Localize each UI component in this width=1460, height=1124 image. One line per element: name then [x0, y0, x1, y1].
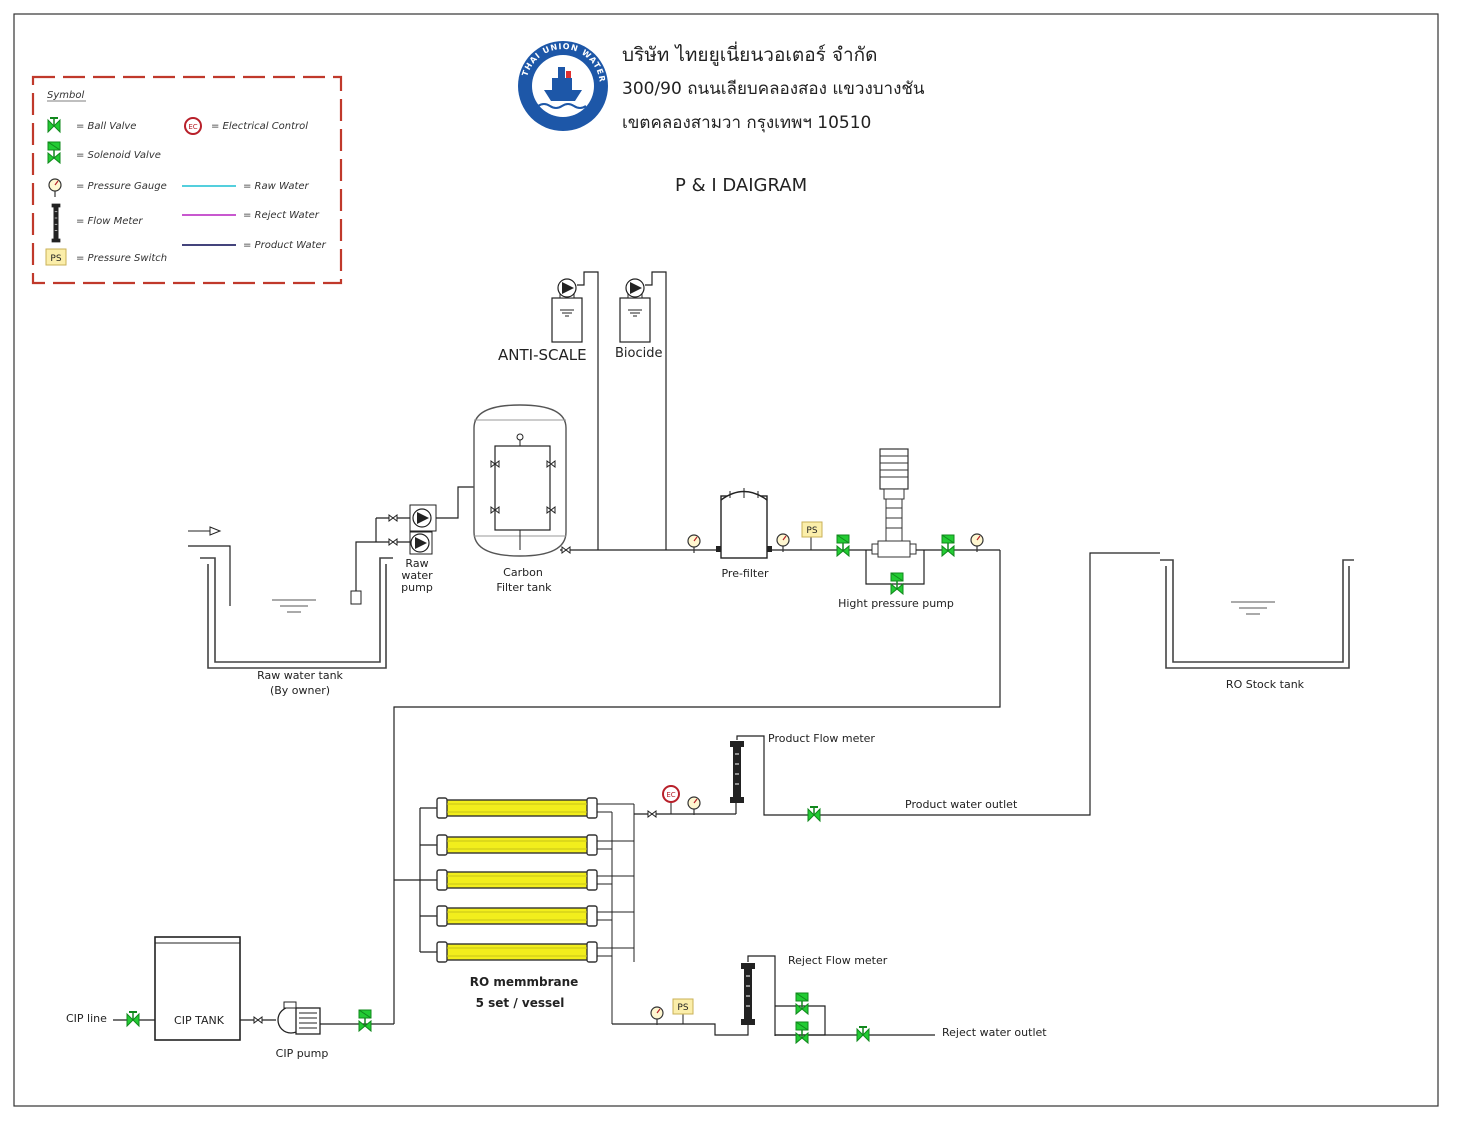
anti-scale-label: ANTI-SCALE: [498, 346, 587, 364]
svg-text:EC: EC: [666, 791, 675, 799]
solenoid-valve-reject-1-icon: [795, 992, 809, 1015]
raw-pump-label-1: Raw: [405, 557, 428, 570]
flow-meter-icon: [51, 203, 61, 243]
reject-flow-meter-label: Reject Flow meter: [788, 954, 888, 967]
product-water-line: EC Product Flow meter Product water outl…: [634, 552, 1160, 822]
reject-water-line: PS Reject Flow meter Reject water outlet: [612, 954, 1047, 1044]
legend-pressure-switch: = Pressure Switch: [76, 253, 167, 264]
anti-scale-pump-icon: [557, 278, 577, 298]
carbon-filter-label-1: Carbon: [503, 566, 543, 579]
ro-membrane-3: [436, 869, 598, 891]
diagram-title: P & I DAIGRAM: [675, 175, 807, 196]
ball-valve-cip-line-icon: [126, 1011, 140, 1027]
legend-product-water: = Product Water: [243, 240, 327, 251]
solenoid-valve-reject-2-icon: [795, 1021, 809, 1044]
pre-filter: Pre-filter: [716, 488, 772, 580]
cip-system: CIP line CIP TANK CIP pump: [66, 936, 394, 1060]
raw-water-pump-1-icon: [412, 508, 432, 528]
sheet-border: [13, 13, 1439, 1107]
svg-text:EC: EC: [188, 123, 197, 131]
cip-tank-label: CIP TANK: [174, 1014, 225, 1027]
electrical-control-ro-outlet: [662, 785, 680, 803]
ro-membranes: RO memmbrane 5 set / vessel: [394, 797, 635, 1024]
svg-text:PS: PS: [677, 1003, 688, 1013]
pressure-switch-icon: [45, 248, 67, 266]
hp-pump-label: Hight pressure pump: [838, 597, 954, 610]
ball-valve-product-icon: [807, 806, 821, 822]
svg-text:PS: PS: [50, 254, 61, 264]
company-address-2: เขตคลองสามวา กรุงเทพฯ 10510: [622, 113, 871, 133]
cip-pump-label: CIP pump: [276, 1047, 329, 1060]
pressure-switch-hp-inlet: [801, 521, 823, 538]
biocide-pump-icon: [625, 278, 645, 298]
raw-water-tank: Raw water tank (By owner): [188, 526, 393, 697]
company-name: บริษัท ไทยยูเนี่ยนวอเตอร์ จำกัด: [622, 41, 878, 66]
ro-membrane-1: [436, 797, 598, 819]
legend-title: Symbol: [47, 90, 84, 101]
cip-tank: [154, 936, 241, 1041]
cip-line-label: CIP line: [66, 1012, 107, 1025]
legend-reject-water: = Reject Water: [243, 210, 320, 221]
ro-membrane-count: 5 set / vessel: [476, 996, 565, 1010]
raw-water-pump-2-icon: [410, 533, 430, 553]
high-pressure-pump: Hight pressure pump: [838, 448, 954, 610]
product-flow-meter-icon: [729, 740, 745, 804]
legend-border: [31, 75, 343, 285]
product-water-outlet-label: Product water outlet: [905, 798, 1018, 811]
ro-membrane-label: RO memmbrane: [470, 975, 579, 989]
gauge-product-icon: [687, 796, 701, 816]
svg-text:THAI UNION WATER CO.,LTD.: THAI UNION WATER CO.,LTD.: [0, 0, 607, 87]
anti-scale-dosing: ANTI-SCALE: [498, 271, 599, 550]
legend-ball-valve: = Ball Valve: [76, 121, 136, 132]
legend-pressure-gauge: = Pressure Gauge: [76, 181, 167, 192]
carbon-filter-label-2: Filter tank: [496, 581, 552, 594]
solenoid-valve-cip-icon: [358, 1009, 372, 1032]
product-flow-meter-label: Product Flow meter: [768, 732, 875, 745]
legend-flow-meter: = Flow Meter: [76, 216, 143, 227]
ro-membrane-2: [436, 834, 598, 856]
ro-membrane-5: [436, 941, 598, 963]
raw-water-pumps: Raw water pump: [355, 486, 498, 594]
ball-valve-reject-icon: [856, 1026, 870, 1042]
ro-membrane-4: [436, 905, 598, 927]
raw-water-tank-owner: (By owner): [270, 684, 330, 697]
svg-text:PS: PS: [806, 526, 817, 536]
biocide-label: Biocide: [615, 346, 663, 361]
ro-stock-tank: RO Stock tank: [1160, 559, 1354, 691]
gauge-hp-outlet-icon: [970, 533, 984, 553]
pressure-switch-reject: [672, 998, 694, 1015]
legend-solenoid-valve: = Solenoid Valve: [76, 150, 161, 161]
ro-stock-tank-label: RO Stock tank: [1226, 678, 1305, 691]
legend: Symbol = Ball Valve = Solenoid Valve = P…: [31, 75, 343, 285]
raw-water-tank-label: Raw water tank: [257, 669, 343, 682]
solenoid-valve-hp-outlet-icon: [941, 534, 955, 557]
reject-water-outlet-label: Reject water outlet: [942, 1026, 1047, 1039]
legend-raw-water: = Raw Water: [243, 181, 310, 192]
biocide-dosing: Biocide: [615, 271, 667, 550]
pre-filter-label: Pre-filter: [721, 567, 769, 580]
pressure-gauge-icon: [48, 178, 62, 198]
raw-pump-label-3: pump: [401, 581, 433, 594]
raw-pump-label-2: water: [401, 569, 433, 582]
solenoid-valve-hp-inlet-icon: [836, 534, 850, 557]
ball-valve-icon: [47, 117, 61, 133]
solenoid-valve-icon: [47, 141, 61, 164]
gauge-after-prefilter-icon: [776, 533, 790, 553]
legend-electrical-control: = Electrical Control: [211, 121, 308, 132]
gauge-reject-icon: [650, 1006, 664, 1026]
carbon-filter-tank: Carbon Filter tank: [473, 404, 567, 594]
company-address-1: 300/90 ถนนเลียบคลองสอง แขวงบางชัน: [622, 79, 925, 99]
electrical-control-icon: [184, 117, 202, 135]
reject-flow-meter-icon: [740, 962, 756, 1026]
company-logo: THAI UNION WATER CO.,LTD.: [0, 0, 608, 131]
